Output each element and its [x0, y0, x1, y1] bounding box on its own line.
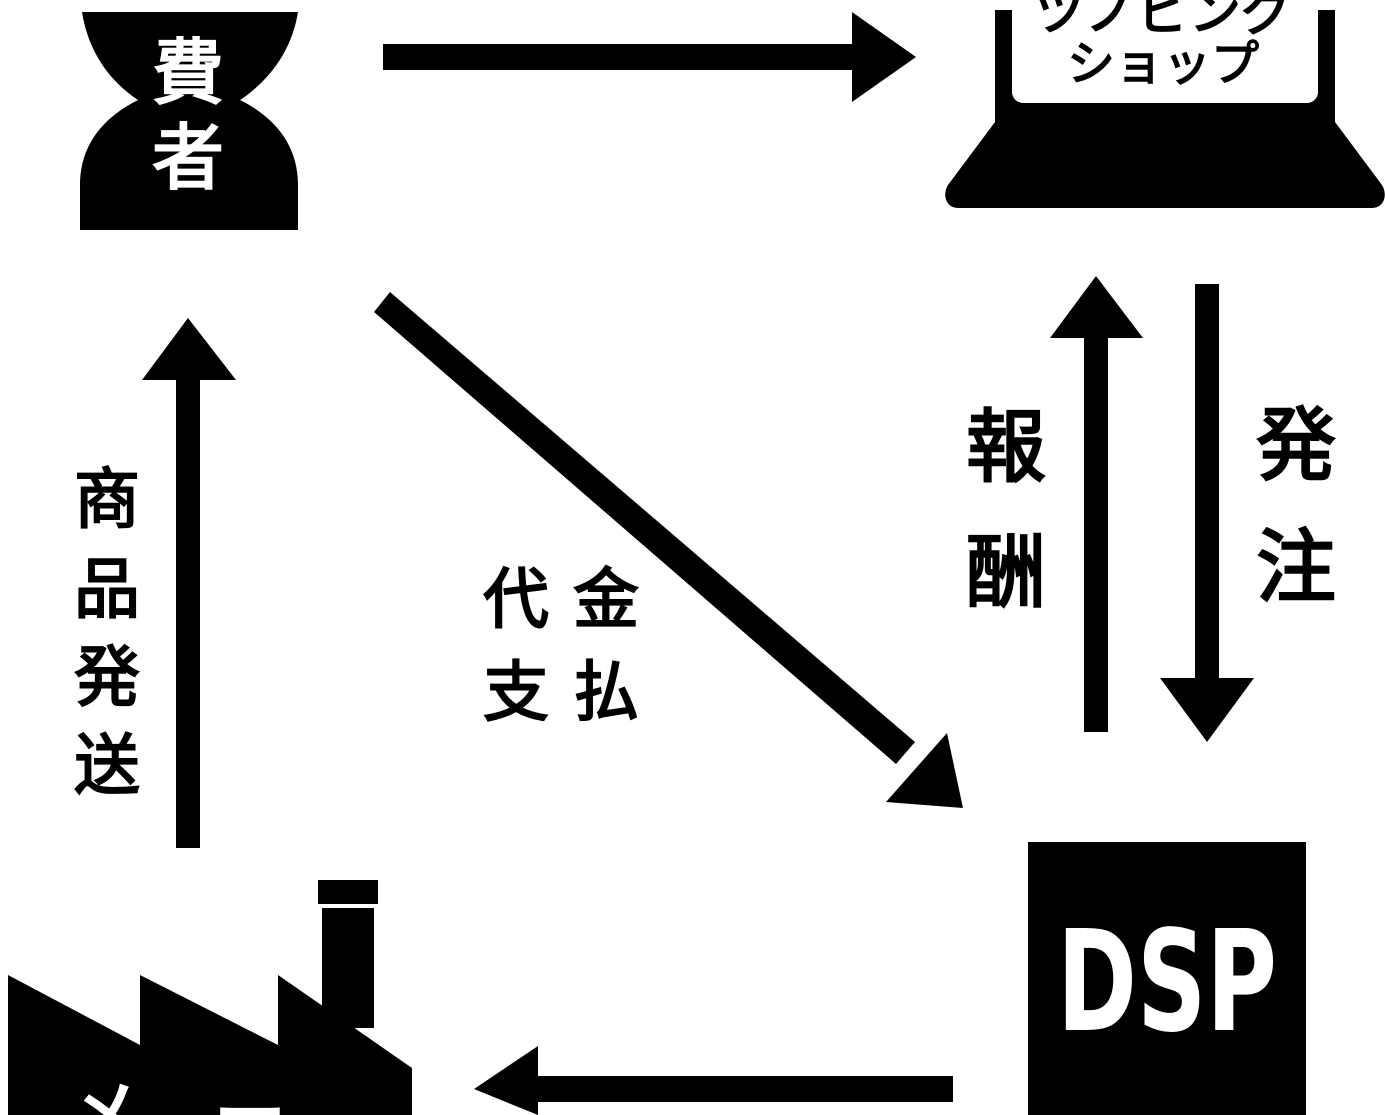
maker-label-char-1: メ	[69, 1073, 141, 1115]
shipping-label-char-2: 品	[74, 551, 140, 628]
consumer-label-char-1: 費	[152, 31, 224, 115]
order-label-char-1: 発	[1256, 399, 1337, 492]
maker-node: メ ー	[8, 880, 412, 1115]
arrow-dsp-to-shop	[1050, 276, 1143, 732]
shop-label-line-1: ツノビング	[1033, 0, 1293, 43]
dsp-label: DSP	[1057, 901, 1277, 1064]
arrow-maker-to-consumer	[142, 318, 236, 848]
label-reward: 報 酬	[966, 401, 1046, 619]
shop-label-line-2: ショップ	[1067, 36, 1259, 92]
payment-label-right-1: 金	[572, 561, 640, 638]
maker-label-char-2: ー	[214, 1073, 286, 1115]
consumer-figure-icon	[80, 12, 298, 230]
label-shipping: 商 品 発 送	[74, 461, 141, 804]
arrow-consumer-to-shop	[383, 12, 916, 102]
shipping-label-char-1: 商	[74, 461, 140, 538]
shipping-label-char-4: 送	[74, 727, 140, 804]
shop-node: ツノビング ショップ	[945, 0, 1385, 208]
order-label-char-2: 注	[1256, 521, 1336, 614]
consumer-label-char-2: 者	[152, 116, 224, 200]
label-order: 発 注	[1256, 399, 1337, 614]
dsp-node: DSP	[1028, 842, 1306, 1115]
dsp-box	[1028, 842, 1306, 1115]
payment-label-right-2: 払	[573, 654, 639, 731]
label-payment: 代 支 金 払	[482, 561, 640, 731]
shipping-label-char-3: 発	[74, 639, 141, 716]
payment-label-left-1: 代	[482, 561, 549, 638]
consumer-node: 費 者	[80, 12, 298, 230]
arrow-consumer-to-dsp	[374, 292, 963, 808]
laptop-icon	[945, 10, 1385, 208]
factory-icon	[8, 880, 412, 1115]
arrow-dsp-to-maker	[474, 1046, 953, 1115]
reward-label-char-1: 報	[966, 401, 1046, 494]
payment-label-left-2: 支	[483, 654, 549, 731]
arrow-shop-to-dsp	[1160, 284, 1254, 742]
reward-label-char-2: 酬	[966, 526, 1046, 619]
